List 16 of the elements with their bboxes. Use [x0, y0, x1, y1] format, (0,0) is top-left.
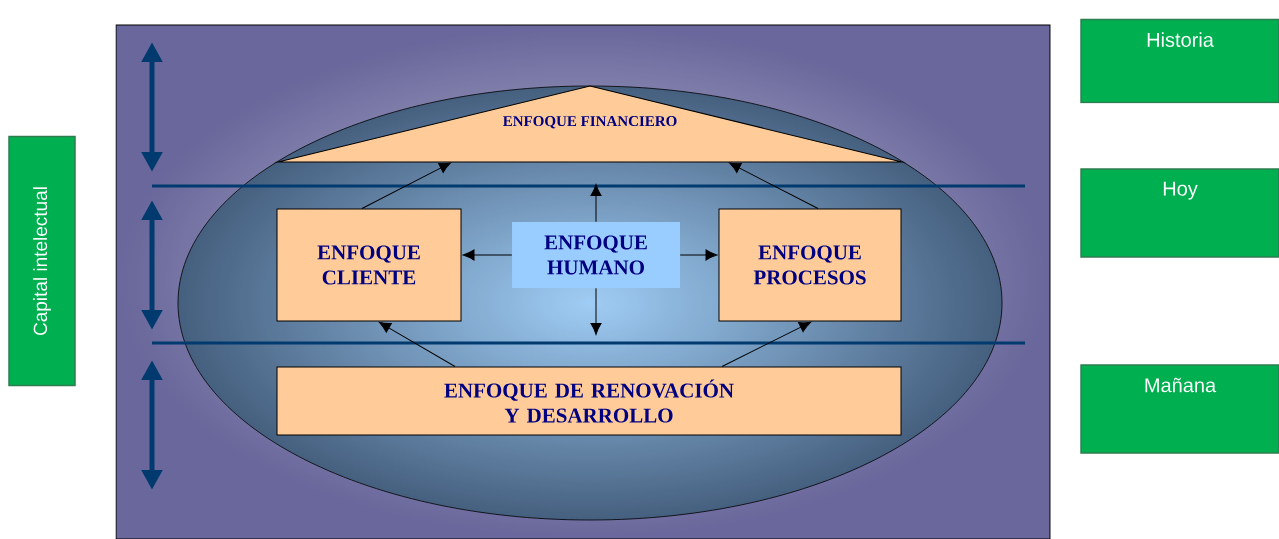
side-label-box: Capital intelectual — [8, 135, 76, 387]
label-box: Historia — [1080, 18, 1279, 104]
process-box: ENFOQUE DE RENOVACIÓN Y DESARROLLO — [276, 366, 902, 436]
arrow — [721, 321, 811, 367]
label-box: Mañana — [1080, 364, 1279, 454]
arrow — [729, 162, 819, 209]
center-box: ENFOQUE HUMANO — [512, 222, 680, 288]
arrow — [590, 287, 602, 335]
arrow — [462, 249, 513, 261]
arrow — [679, 249, 718, 261]
arrow — [361, 162, 451, 209]
arrow — [379, 321, 456, 367]
label-box: Hoy — [1080, 168, 1279, 258]
arrow — [590, 184, 602, 223]
process-box: ENFOQUE CLIENTE — [276, 208, 462, 322]
process-box: ENFOQUE PROCESOS — [718, 208, 902, 322]
